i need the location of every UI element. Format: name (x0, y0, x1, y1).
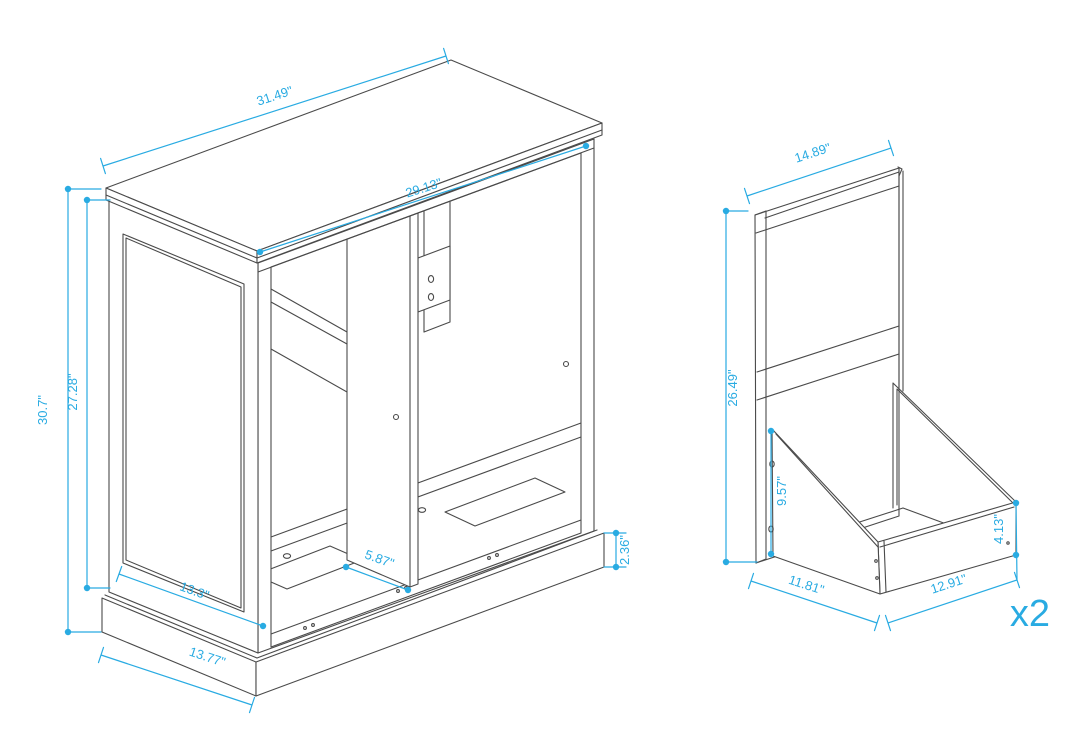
door-mid-rail-lines (756, 325, 900, 401)
dim-dot (64, 628, 72, 636)
dim-bin-overall-height: 26.49" (722, 207, 758, 566)
bracket-hole-top (769, 460, 775, 468)
dim-dot (1012, 551, 1020, 559)
dim-line (259, 145, 587, 253)
wall-end-hole-top (874, 559, 878, 563)
dim-line (725, 210, 758, 563)
dim-label: 30.7" (35, 395, 50, 425)
dim-line (743, 139, 895, 205)
front-rail-bottom-edge (257, 147, 595, 273)
dim-bracket-height: 9.57" (767, 427, 789, 558)
dim-dot (612, 563, 620, 571)
dim-dot (722, 558, 730, 566)
dim-dot (404, 586, 412, 594)
cabinet-drawing (101, 59, 605, 697)
door-right-edge (898, 167, 904, 392)
left-panel-bevel (125, 237, 242, 609)
plate-hole-top (427, 275, 435, 283)
dim-dot (767, 550, 775, 558)
rail-hole (487, 556, 491, 560)
quantity-label: x2 (1010, 593, 1050, 635)
dim-dot (83, 196, 91, 204)
dim-label: 14.89" (793, 140, 833, 166)
base-edge-lines (104, 529, 598, 659)
back-panel-hole (562, 360, 570, 368)
rail-hole (495, 553, 499, 557)
dim-label: 11.81" (787, 572, 826, 598)
dim-dot (83, 584, 91, 592)
dim-label: 31.49" (255, 83, 295, 109)
dim-dot (1012, 499, 1020, 507)
top-edge-profile (105, 129, 603, 259)
center-divider (346, 212, 419, 588)
rail-hole (303, 626, 307, 630)
dim-line (1015, 502, 1018, 581)
dim-line (67, 188, 102, 633)
divider-hole (392, 413, 400, 421)
dim-dot (767, 427, 775, 435)
dim-dot (342, 563, 350, 571)
wall-right-hole (1006, 541, 1010, 545)
dim-dot (722, 207, 730, 215)
dim-line (100, 47, 449, 175)
dim-side-height: 27.28" (65, 196, 111, 592)
dim-label: 9.57" (774, 476, 789, 506)
dim-line (345, 566, 409, 591)
dim-line (747, 572, 881, 632)
bin-hopper (768, 382, 1017, 595)
rail-hole (396, 589, 400, 593)
dim-label: 27.28" (65, 373, 80, 411)
dim-dot (612, 529, 620, 537)
dim-label: 26.49" (725, 369, 740, 407)
base-cutout-right (444, 477, 566, 527)
dim-line (115, 565, 264, 627)
back-bottom-rail-lines (270, 422, 582, 552)
dim-line (86, 199, 111, 589)
dim-plinth-height: 2.36" (603, 529, 632, 571)
dim-dot (259, 622, 267, 630)
wall-end-hole-bottom (875, 576, 879, 580)
dim-line (97, 646, 256, 714)
plate-hole-bottom (427, 293, 435, 301)
door-top-rail-line (755, 185, 900, 234)
left-compartment-rails (270, 288, 348, 393)
dim-overall-height: 30.7" (35, 185, 102, 636)
plinth-front-face (255, 532, 605, 697)
dim-dot (64, 185, 72, 193)
top-front-edge (256, 122, 603, 264)
dim-label: 4.13" (991, 514, 1006, 544)
near-bracket-triangle (771, 428, 881, 595)
bin-front-wall-inner-edge (879, 506, 1015, 593)
dim-label: 2.36" (617, 535, 632, 565)
dim-dot (582, 142, 590, 150)
far-bracket-triangle (892, 382, 1017, 509)
base-oval-hole-left (282, 553, 292, 559)
door-left-edge (754, 210, 767, 564)
rail-hole (311, 623, 315, 627)
left-panel-recess (122, 233, 245, 613)
dim-dot (256, 248, 264, 256)
dim-bin-front-height: 4.13" (991, 499, 1020, 581)
bin-assembly-drawing (754, 166, 1017, 595)
base-oval-hole-right (417, 507, 427, 513)
front-base-rail-line (270, 519, 582, 635)
cabinet-top (105, 59, 603, 273)
near-bracket-inner-line (775, 433, 879, 548)
